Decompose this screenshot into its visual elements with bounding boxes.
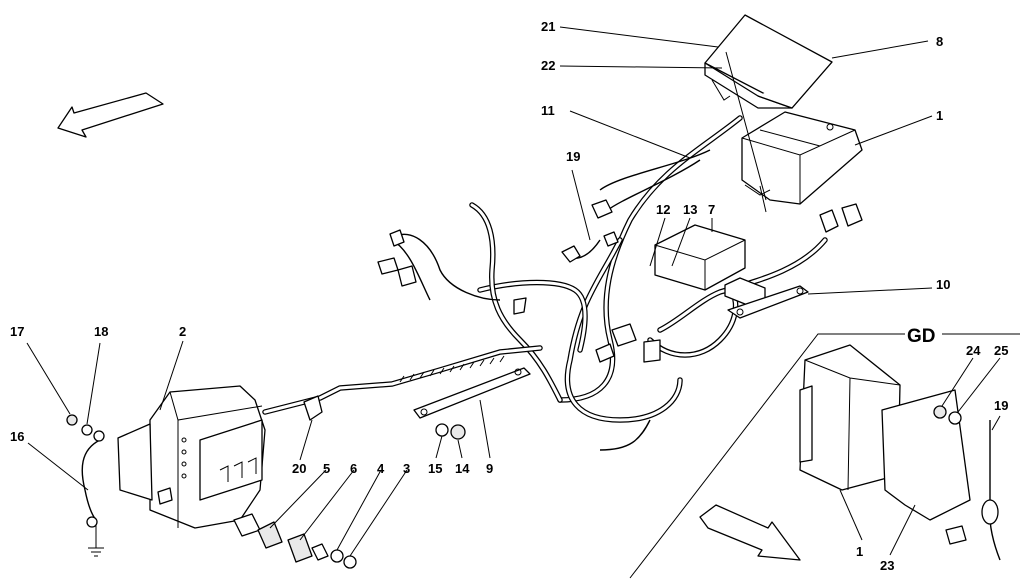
brake-line [262,345,543,415]
callout-12: 12 [656,202,670,217]
callout-8: 8 [936,34,943,49]
callout-21: 21 [541,19,555,34]
callout-4: 4 [377,461,385,476]
clip-20 [303,395,323,421]
connectors [377,199,863,363]
callout-1: 1 [936,108,943,123]
relay-box [654,224,766,307]
callout-18: 18 [94,324,108,339]
callout-9: 9 [486,461,493,476]
gd-inset [629,333,1020,579]
washer-18b [93,430,105,442]
mounting-bar-9 [413,367,531,419]
callout-23: 23 [880,558,894,573]
callout-17: 17 [10,324,24,339]
callout-14: 14 [455,461,470,476]
ground-wire [81,439,104,557]
callout-24: 24 [966,343,981,358]
callout-19-inset: 19 [994,398,1008,413]
nut-17 [66,414,78,426]
ecu-control-unit [741,111,863,205]
callout-20: 20 [292,461,306,476]
callout-1-inset: 1 [856,544,863,559]
callout-19: 19 [566,149,580,164]
callout-6: 6 [350,461,357,476]
leader-lines [26,26,1001,557]
callout-16: 16 [10,429,24,444]
direction-arrow-upper-left [57,92,164,138]
callout-5: 5 [323,461,330,476]
callout-15: 15 [428,461,442,476]
callout-11: 11 [541,103,555,118]
callout-7: 7 [708,202,715,217]
mount-stack [233,513,357,569]
callout-2: 2 [179,324,186,339]
callout-10: 10 [936,277,950,292]
nut-15 [435,423,449,437]
plate-23 [881,389,971,521]
cover-screw [725,51,767,213]
section-label-gd: GD [907,326,936,347]
callout-3: 3 [403,461,410,476]
abs-hydraulic-unit [117,385,266,529]
bracket-10 [727,285,809,319]
grommet-14 [450,424,466,440]
direction-arrow-lower-right [699,504,801,561]
callout-22: 22 [541,58,555,73]
callout-13: 13 [683,202,697,217]
callout-25: 25 [994,343,1008,358]
ecu-cover [704,14,833,109]
washer-18 [81,424,93,436]
